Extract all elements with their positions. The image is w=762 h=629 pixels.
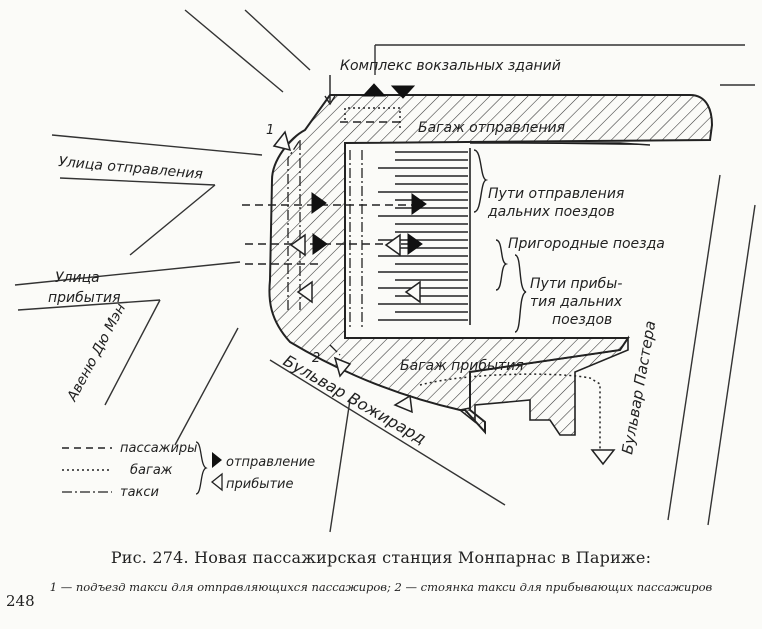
- passenger-flows: [242, 121, 415, 265]
- figure-caption-note: 1 — подъезд такси для отправляющихся пас…: [49, 580, 713, 594]
- station-plan: Комплекс вокзальных зданий Багаж отправл…: [14, 9, 756, 533]
- braces: [473, 149, 527, 333]
- station-building: [268, 94, 714, 436]
- page-number: 248: [6, 592, 35, 610]
- legend-baggage: багаж: [130, 463, 173, 478]
- legend-arrival: прибытие: [226, 477, 294, 492]
- label-baggage-arrival: Багаж прибытия: [400, 358, 524, 374]
- label-baggage-departure: Багаж отправления: [418, 120, 565, 136]
- taxi-flows: [287, 139, 363, 356]
- marker-2: 2: [312, 351, 320, 366]
- legend: пассажиры багаж такси отправление прибыт…: [62, 441, 315, 500]
- legend-taxi: такси: [120, 485, 159, 500]
- departure-arrows: [311, 83, 427, 255]
- label-street-arrival-line1: Улица: [55, 270, 100, 286]
- label-station-complex: Комплекс вокзальных зданий: [340, 58, 561, 74]
- label-long-arrival-line1: Пути прибы-: [530, 276, 622, 292]
- legend-departure-icon: [212, 452, 222, 468]
- marker-1: 1: [266, 123, 274, 138]
- label-long-arrival-line3: поездов: [552, 312, 612, 328]
- street-lines: [14, 9, 756, 533]
- arrival-arrows: [272, 130, 616, 466]
- legend-departure: отправление: [226, 455, 315, 470]
- figure-caption: Рис. 274. Новая пассажирская станция Мон…: [110, 548, 652, 567]
- label-avenue-du-maine: Авеню Дю Мэн: [64, 301, 129, 405]
- platforms: [378, 148, 471, 325]
- legend-arrival-icon: [210, 472, 223, 492]
- complex-arrow: [324, 75, 336, 106]
- label-street-arrival-line2: прибытия: [48, 290, 121, 306]
- legend-passengers: пассажиры: [120, 441, 197, 456]
- baggage-flows: [344, 107, 601, 450]
- label-long-departure-line1: Пути отправления: [488, 186, 624, 202]
- label-long-departure-line2: дальних поездов: [487, 204, 615, 220]
- label-suburban-trains: Пригородные поезда: [508, 236, 665, 252]
- label-long-arrival-line2: тия дальних: [530, 294, 623, 310]
